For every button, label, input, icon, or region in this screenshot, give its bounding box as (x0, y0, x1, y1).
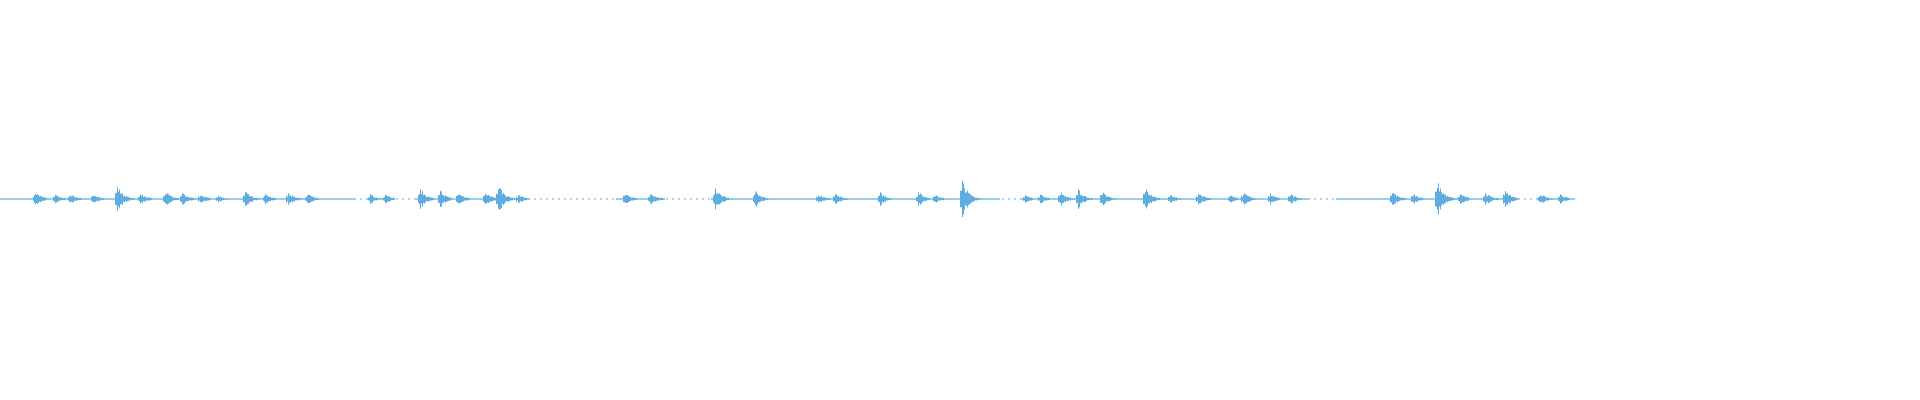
waveform-path (0, 180, 1575, 218)
waveform-samples (0, 180, 1575, 218)
